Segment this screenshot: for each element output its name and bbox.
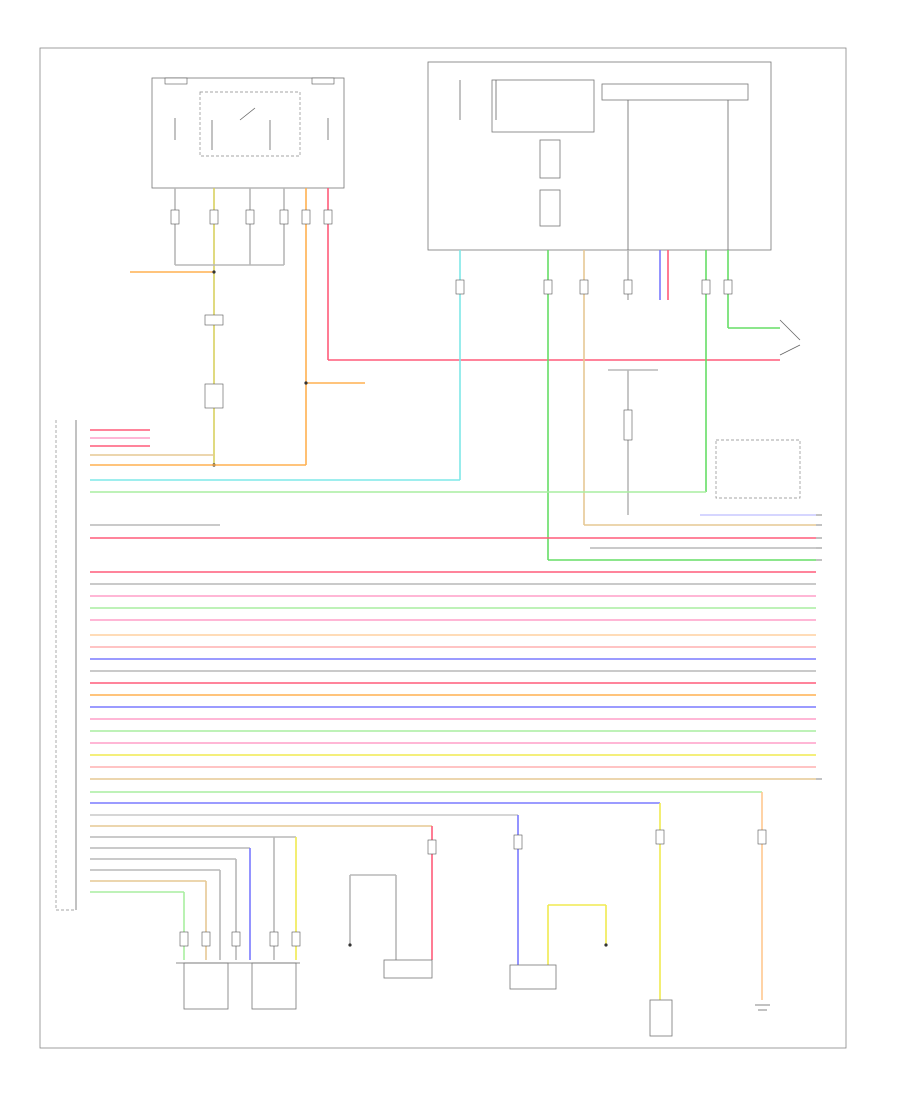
right-terminal-ticks xyxy=(816,514,822,780)
lower-vertical-wires xyxy=(183,792,763,1000)
main-connector-column xyxy=(55,420,77,911)
left-inline-parts xyxy=(204,270,308,467)
diagram-frame xyxy=(39,47,847,1049)
fuse-relay-box xyxy=(151,77,345,189)
upper-vertical-wires xyxy=(130,188,780,560)
inline-connectors xyxy=(170,209,767,947)
bottom-components xyxy=(176,943,770,1037)
control-module-box xyxy=(427,61,772,251)
horizontal-harness xyxy=(90,429,816,893)
right-switch-parts xyxy=(623,319,801,499)
